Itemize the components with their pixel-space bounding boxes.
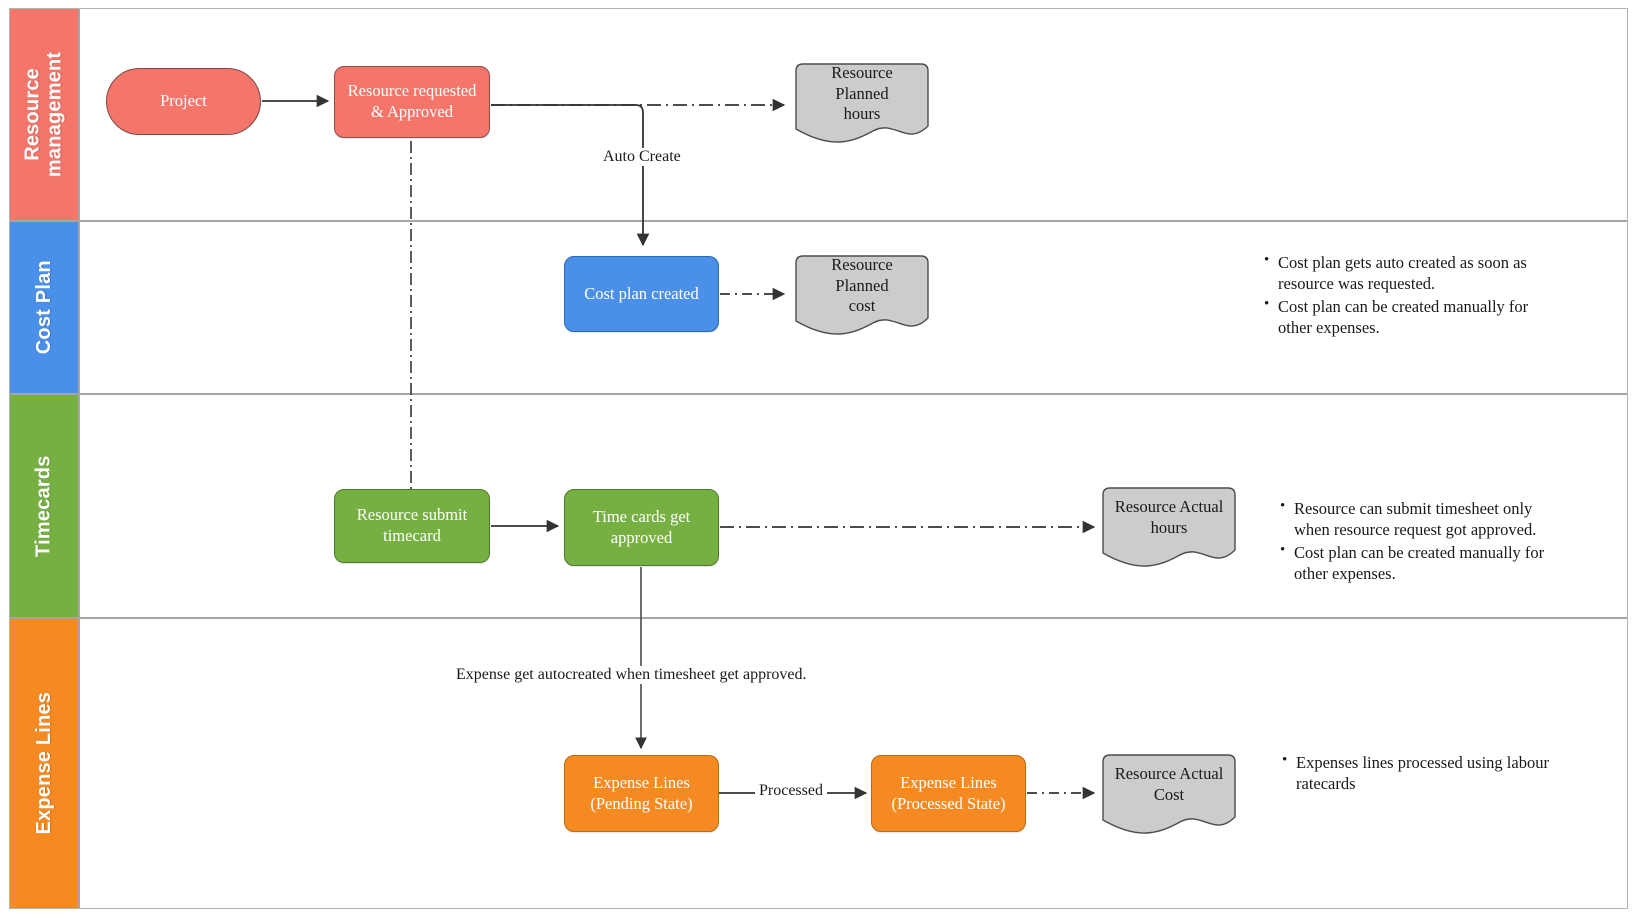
lane-header-expense-lines: Expense Lines (10, 619, 80, 908)
note-expense-lines-item-0: Expenses lines processed using labour ra… (1281, 751, 1553, 795)
note-cost-plan: Cost plan gets auto created as soon as r… (1263, 251, 1563, 340)
document-shape-icon (795, 63, 929, 143)
edge-label-auto-create: Auto Create (599, 148, 685, 166)
lane-expense-lines: Expense Lines (10, 619, 1627, 908)
lane-header-cost-plan: Cost Plan (10, 222, 80, 393)
note-timecards-item-0: Resource can submit timesheet only when … (1279, 497, 1565, 541)
note-expense-lines: Expenses lines processed using labour ra… (1281, 751, 1553, 796)
lane-header-timecards: Timecards (10, 395, 80, 617)
lane-timecards: Timecards (10, 395, 1627, 619)
lane-cost-plan: Cost Plan (10, 222, 1627, 395)
node-project-label: Project (160, 91, 207, 111)
lane-title-cost-plan: Cost Plan (32, 260, 55, 355)
lane-title-timecards: Timecards (32, 455, 55, 557)
node-cost-plan-created-label: Cost plan created (584, 283, 699, 303)
document-shape-icon (795, 255, 929, 335)
node-resource-requested-label-1: Resource requested (347, 81, 477, 101)
node-project[interactable]: Project (106, 68, 261, 135)
note-cost-plan-item-1: Cost plan can be created manually for ot… (1263, 295, 1563, 339)
node-expense-lines-pending[interactable]: Expense Lines(Pending State) (564, 755, 719, 832)
note-cost-plan-item-0: Cost plan gets auto created as soon as r… (1263, 251, 1563, 295)
note-timecards: Resource can submit timesheet only when … (1279, 497, 1565, 586)
edge-label-expense-autocreate: Expense get autocreated when timesheet g… (452, 666, 811, 684)
edge-label-processed: Processed (755, 782, 827, 800)
document-shape-icon (1102, 754, 1236, 834)
document-shape-icon (1102, 487, 1236, 567)
node-expense-lines-processed[interactable]: Expense Lines(Processed State) (871, 755, 1026, 832)
node-cost-plan-created[interactable]: Cost plan created (564, 256, 719, 332)
lane-title-expense-lines: Expense Lines (32, 692, 55, 835)
node-resource-requested[interactable]: Resource requested& Approved (334, 66, 490, 138)
node-resource-requested-label-2: & Approved (370, 102, 454, 121)
note-timecards-item-1: Cost plan can be created manually for ot… (1279, 541, 1565, 585)
